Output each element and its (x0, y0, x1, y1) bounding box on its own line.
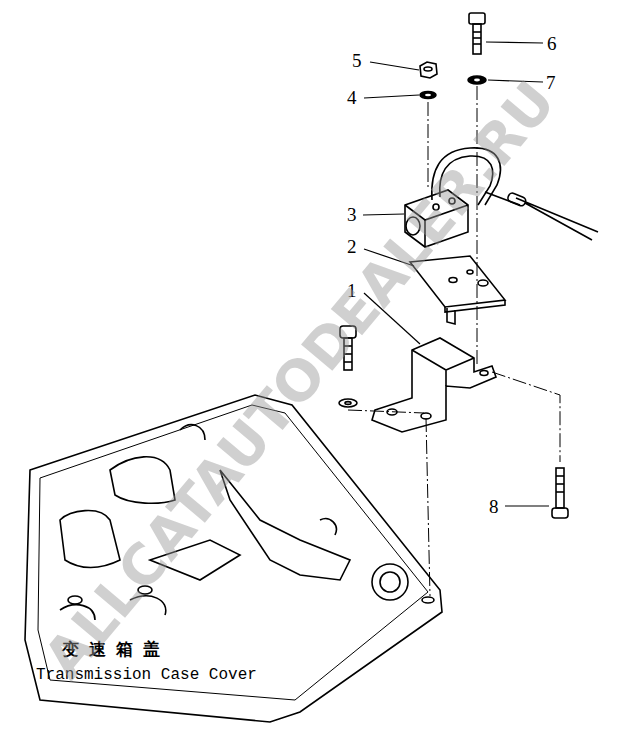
transmission-cover (25, 395, 442, 722)
callout-number: 4 (347, 88, 357, 107)
center-lines (348, 86, 560, 596)
callout-number: 8 (489, 497, 499, 516)
callout-number: 6 (547, 34, 557, 53)
leader-lines (363, 42, 549, 506)
part-title: Transmission Case Cover (36, 667, 257, 683)
bolt (552, 468, 568, 518)
bolt (339, 326, 357, 407)
callout-number: 2 (347, 237, 357, 256)
mounting-plate (410, 256, 505, 324)
bracket (372, 338, 496, 432)
callout-number: 5 (352, 51, 362, 70)
watermark: ALLCATAUTODEALER.RU (35, 72, 565, 688)
switch (405, 148, 598, 247)
nut (420, 62, 437, 99)
callout-number: 3 (347, 205, 357, 224)
part-title: 变 速 箱 盖 (62, 641, 162, 658)
callout-number: 7 (546, 73, 556, 92)
callout-number: 1 (347, 281, 357, 300)
bolt (468, 13, 486, 84)
